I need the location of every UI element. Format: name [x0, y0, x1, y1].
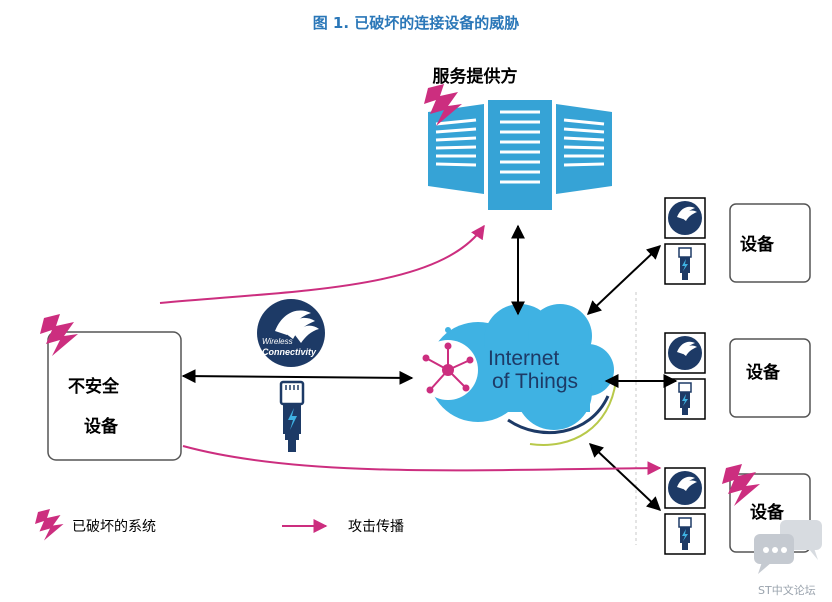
legend-compromised-label: 已破坏的系统 [72, 519, 156, 535]
service-provider-label: 服务提供方 [432, 67, 518, 87]
link-arrow [588, 443, 662, 511]
legend-bolt-icon [35, 509, 64, 541]
iot-cloud-icon [418, 304, 617, 446]
wireless-connectivity-icon [664, 197, 706, 239]
device-label-1: 设备 [740, 235, 774, 255]
figure-title: 图 1. 已破坏的连接设备的威胁 [312, 14, 520, 32]
ethernet-plug-icon [279, 380, 305, 454]
ethernet-plug-icon [664, 378, 706, 420]
chat-bubble-icon [754, 520, 822, 574]
device-box-2 [729, 338, 811, 418]
server-icon [428, 100, 612, 210]
device-box-1 [729, 203, 811, 283]
device-label-3: 设备 [750, 503, 784, 523]
legend-attack-label: 攻击传播 [348, 519, 404, 535]
link-arrow [181, 369, 414, 385]
wireless-text-line2: Connectivity [262, 347, 317, 357]
insecure-device-label-line1: 不安全 [68, 377, 119, 397]
iot-text-line2: of Things [492, 370, 578, 393]
attack-arrow [182, 445, 662, 476]
insecure-device-label-line2: 设备 [84, 417, 118, 437]
ethernet-plug-icon [664, 243, 706, 285]
device-label-2: 设备 [746, 363, 780, 383]
wireless-text-line1: Wireless [262, 337, 293, 346]
watermark-text: ST中文论坛 [758, 584, 816, 597]
insecure-device-box [47, 331, 182, 461]
link-arrow [586, 245, 662, 315]
wireless-connectivity-icon [664, 332, 706, 374]
ethernet-plug-icon [664, 513, 706, 555]
attack-arrow [159, 224, 485, 304]
iot-text-line1: Internet [488, 347, 559, 370]
wireless-connectivity-icon [664, 467, 706, 509]
